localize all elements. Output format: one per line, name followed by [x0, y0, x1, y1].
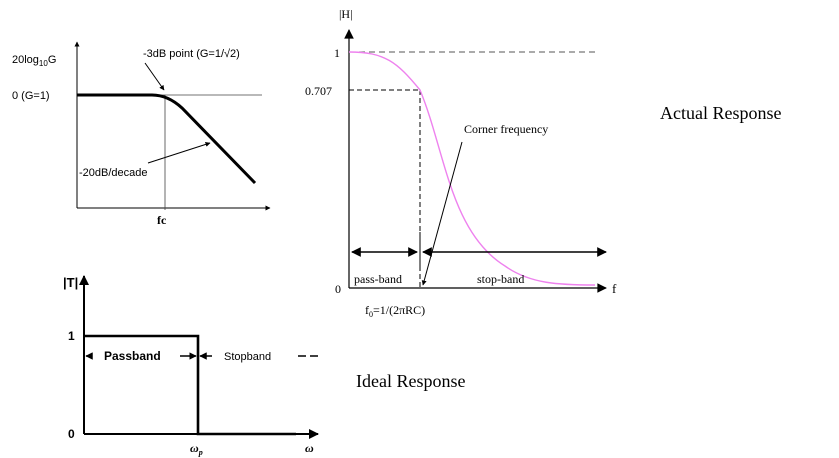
bode-magnitude-curve [77, 93, 257, 185]
actual-response-plot: |H| 1 0.707 0 f Corner frequency f0=1/(2… [305, 7, 781, 319]
actual-magnitude-curve [348, 51, 596, 286]
ideal-response-caption: Ideal Response [356, 371, 465, 391]
bode-point-label: -3dB point (G=1/√2) [143, 48, 240, 60]
actual-stopband-label: stop-band [477, 272, 524, 286]
bode-point-arrow [144, 62, 165, 91]
ideal-magnitude-curve [84, 334, 296, 436]
actual-passband-label: pass-band [354, 272, 402, 286]
corner-frequency-label: Corner frequency [464, 122, 548, 136]
bode-x-label: fc [157, 213, 167, 227]
bode-slope-label: -20dB/decade [79, 167, 148, 179]
actual-response-caption: Actual Response [660, 103, 781, 123]
ideal-y-axis-label: |T| [63, 275, 78, 290]
ideal-x-tick-wp: ωp [190, 441, 203, 457]
ideal-y-tick-1: 1 [68, 329, 75, 343]
actual-y-tick-1: 1 [334, 46, 340, 60]
bode-plot: 20log10G 0 (G=1) -3dB point (G=1/√2) -20… [12, 41, 271, 227]
bode-y-label: 20log10G [12, 54, 56, 68]
bode-y-tick: 0 (G=1) [12, 90, 50, 102]
actual-y-tick-707: 0.707 [305, 84, 332, 98]
ideal-response-plot: |T| 1 0 Passband Stopband ωp ω Ideal Res… [63, 275, 465, 457]
bode-slope-arrow [147, 142, 211, 164]
actual-y-axis-label: |H| [339, 7, 352, 21]
ideal-stopband-label: Stopband [224, 351, 271, 363]
ideal-y-tick-0: 0 [68, 427, 75, 441]
corner-frequency-arrow [421, 141, 463, 286]
actual-x-axis-label: f [612, 281, 617, 296]
ideal-x-axis-label: ω [305, 441, 314, 455]
ideal-passband-label: Passband [104, 349, 161, 363]
actual-y-tick-0: 0 [335, 282, 341, 296]
f0-label: f0=1/(2πRC) [365, 303, 425, 319]
